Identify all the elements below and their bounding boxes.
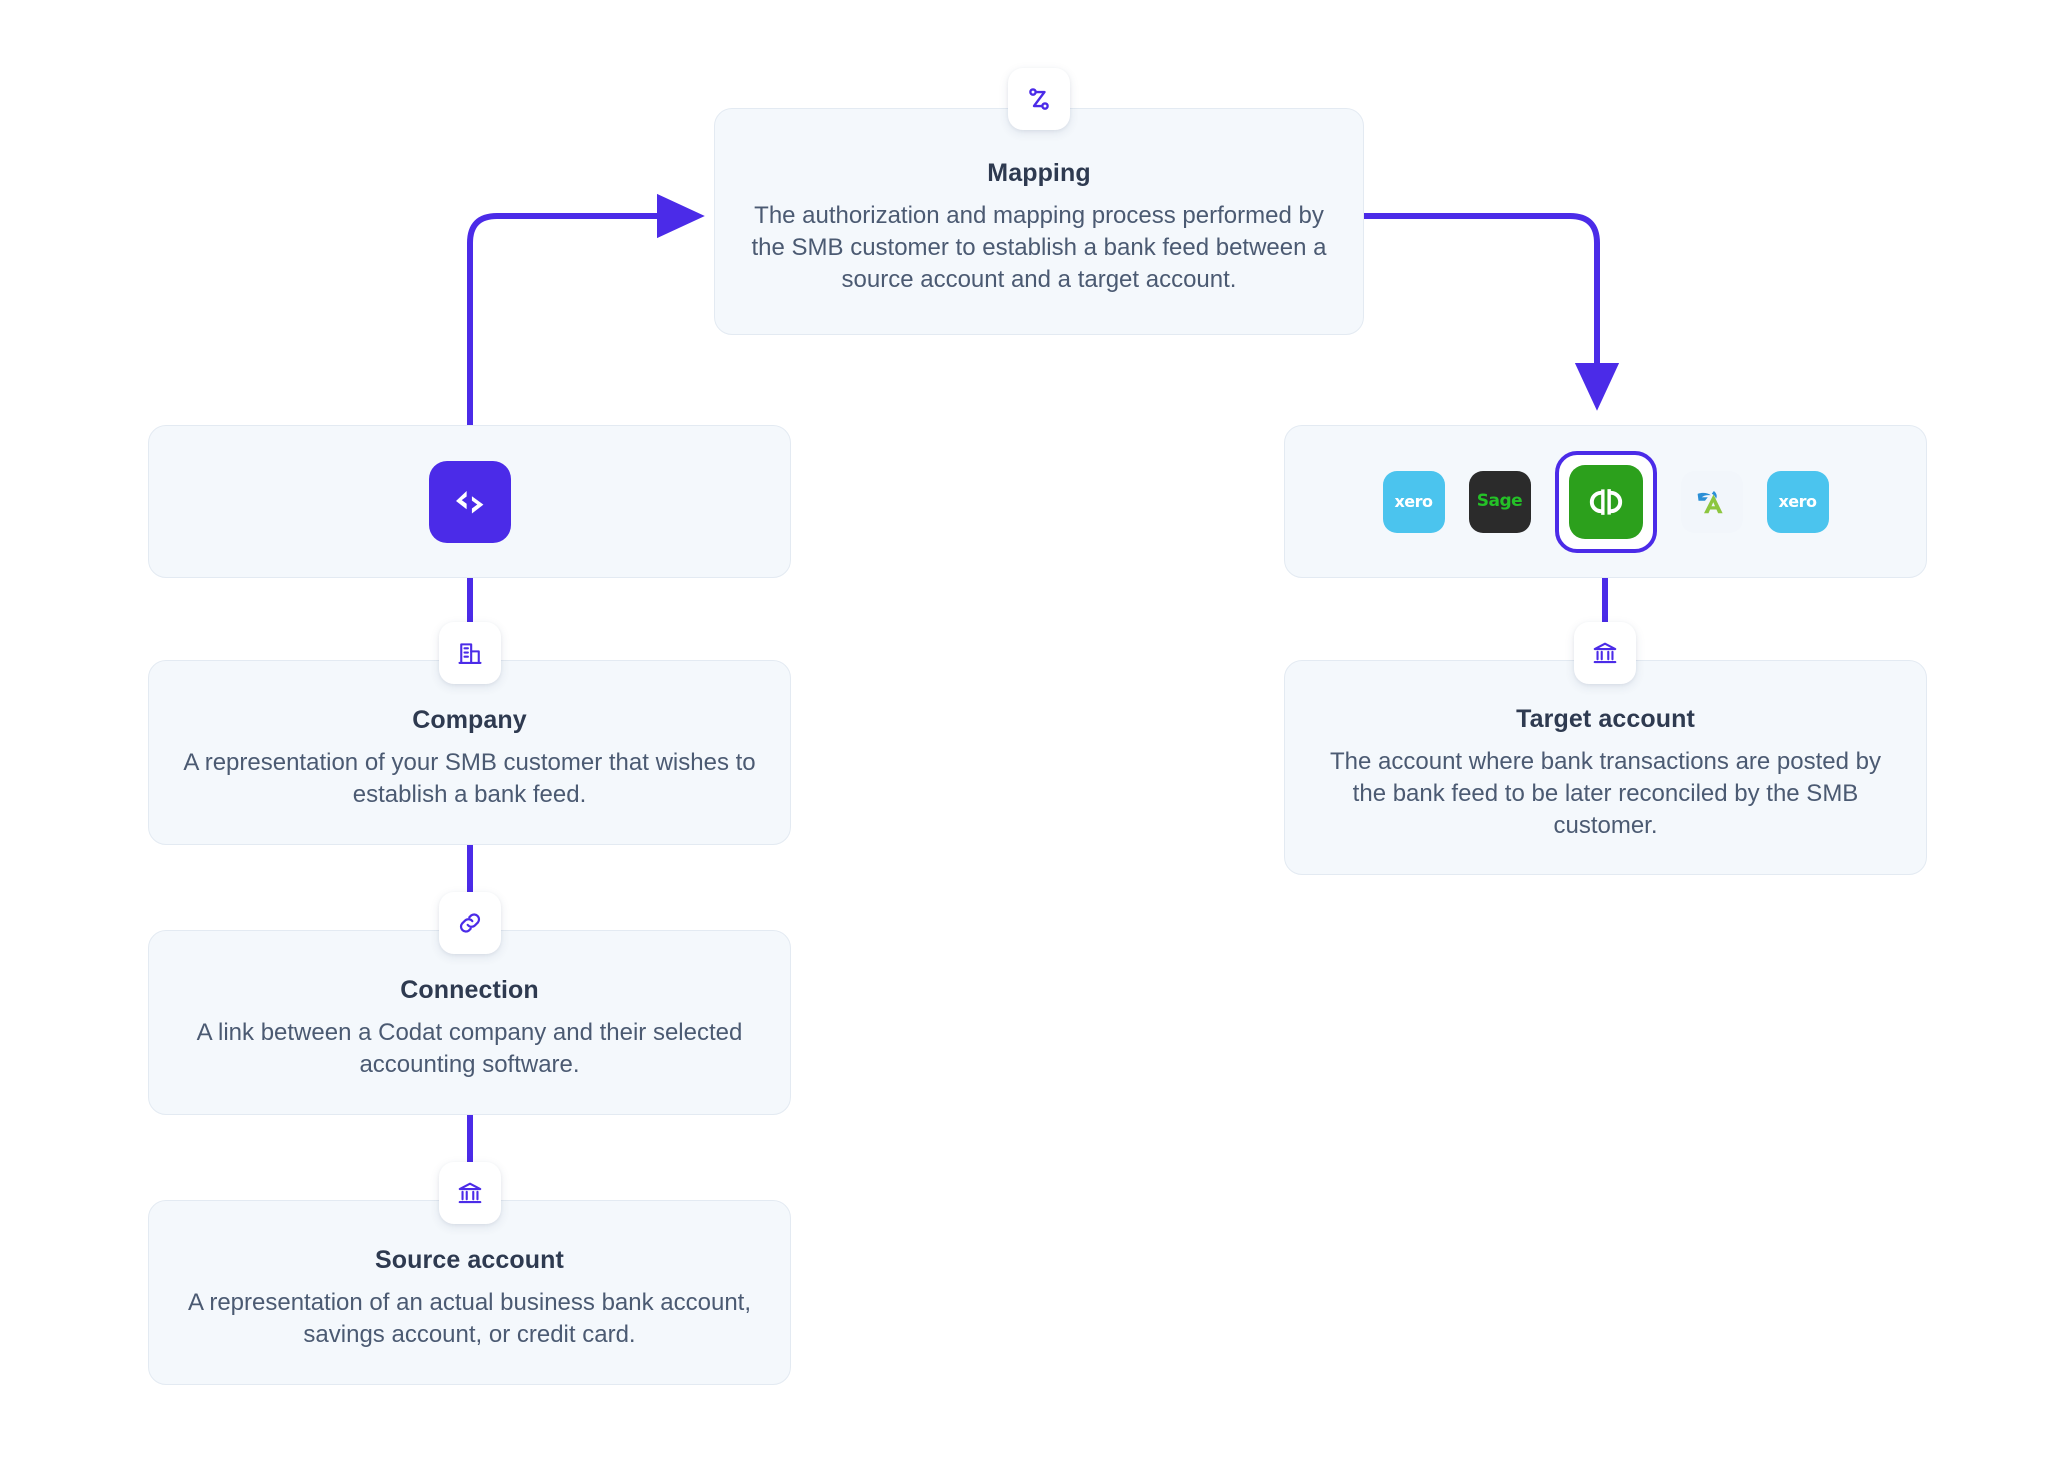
connector-codat-to-mapping: [467, 193, 705, 428]
sage-logo-icon: Sage: [1476, 491, 1523, 511]
card-source-account-description: A representation of an actual business b…: [187, 1289, 752, 1348]
card-target-account-title: Target account: [1516, 705, 1695, 734]
card-connection[interactable]: Connection A link between a Codat compan…: [148, 930, 791, 1115]
xero-logo-icon: xero: [1394, 491, 1433, 511]
building-icon: [458, 643, 482, 664]
card-company[interactable]: Company A representation of your SMB cus…: [148, 660, 791, 845]
mapping-percent-icon: [1029, 88, 1049, 110]
card-mapping[interactable]: Mapping The authorization and mapping pr…: [714, 108, 1364, 335]
codat-logo-icon: [455, 490, 483, 513]
xero-logo-icon: xero: [1778, 491, 1817, 511]
bank-icon: [458, 1182, 482, 1204]
accounting-platform-list: xero Sage: [1285, 426, 1926, 577]
card-company-description: A representation of your SMB customer th…: [183, 749, 756, 808]
company-building-icon-badge: [439, 622, 501, 684]
link-icon: [459, 913, 481, 933]
platform-logo-xero-2[interactable]: xero: [1766, 470, 1829, 533]
card-source-account-title: Source account: [375, 1246, 564, 1275]
platform-logo-sage[interactable]: Sage: [1468, 470, 1531, 533]
kingdee-logo-icon: [1697, 490, 1723, 513]
card-target-account-description: The account where bank transactions are …: [1330, 748, 1881, 839]
platform-logo-xero-1[interactable]: xero: [1382, 470, 1445, 533]
card-accounting-platforms[interactable]: xero Sage: [1284, 425, 1927, 578]
connection-link-icon-badge: [439, 892, 501, 954]
source-account-bank-icon-badge: [439, 1162, 501, 1224]
codat-logo-tile[interactable]: [428, 460, 511, 543]
card-connection-description: A link between a Codat company and their…: [196, 1019, 743, 1078]
card-mapping-title: Mapping: [987, 159, 1091, 188]
quickbooks-logo-icon: [1589, 488, 1622, 515]
target-account-bank-icon-badge: [1574, 622, 1636, 684]
card-mapping-description: The authorization and mapping process pe…: [751, 202, 1327, 293]
bank-icon: [1593, 642, 1617, 664]
platform-logo-quickbooks-selected[interactable]: [1554, 450, 1657, 553]
platform-logo-kingdee[interactable]: [1680, 470, 1743, 533]
card-target-account[interactable]: Target account The account where bank tr…: [1284, 660, 1927, 875]
card-codat-platform[interactable]: [148, 425, 791, 578]
card-connection-title: Connection: [400, 976, 539, 1005]
card-company-title: Company: [412, 706, 527, 735]
card-source-account[interactable]: Source account A representation of an ac…: [148, 1200, 791, 1385]
mapping-percent-icon-badge: [1008, 68, 1070, 130]
connector-mapping-to-platforms: [1361, 213, 1620, 411]
platform-logo-quickbooks: [1568, 464, 1643, 539]
